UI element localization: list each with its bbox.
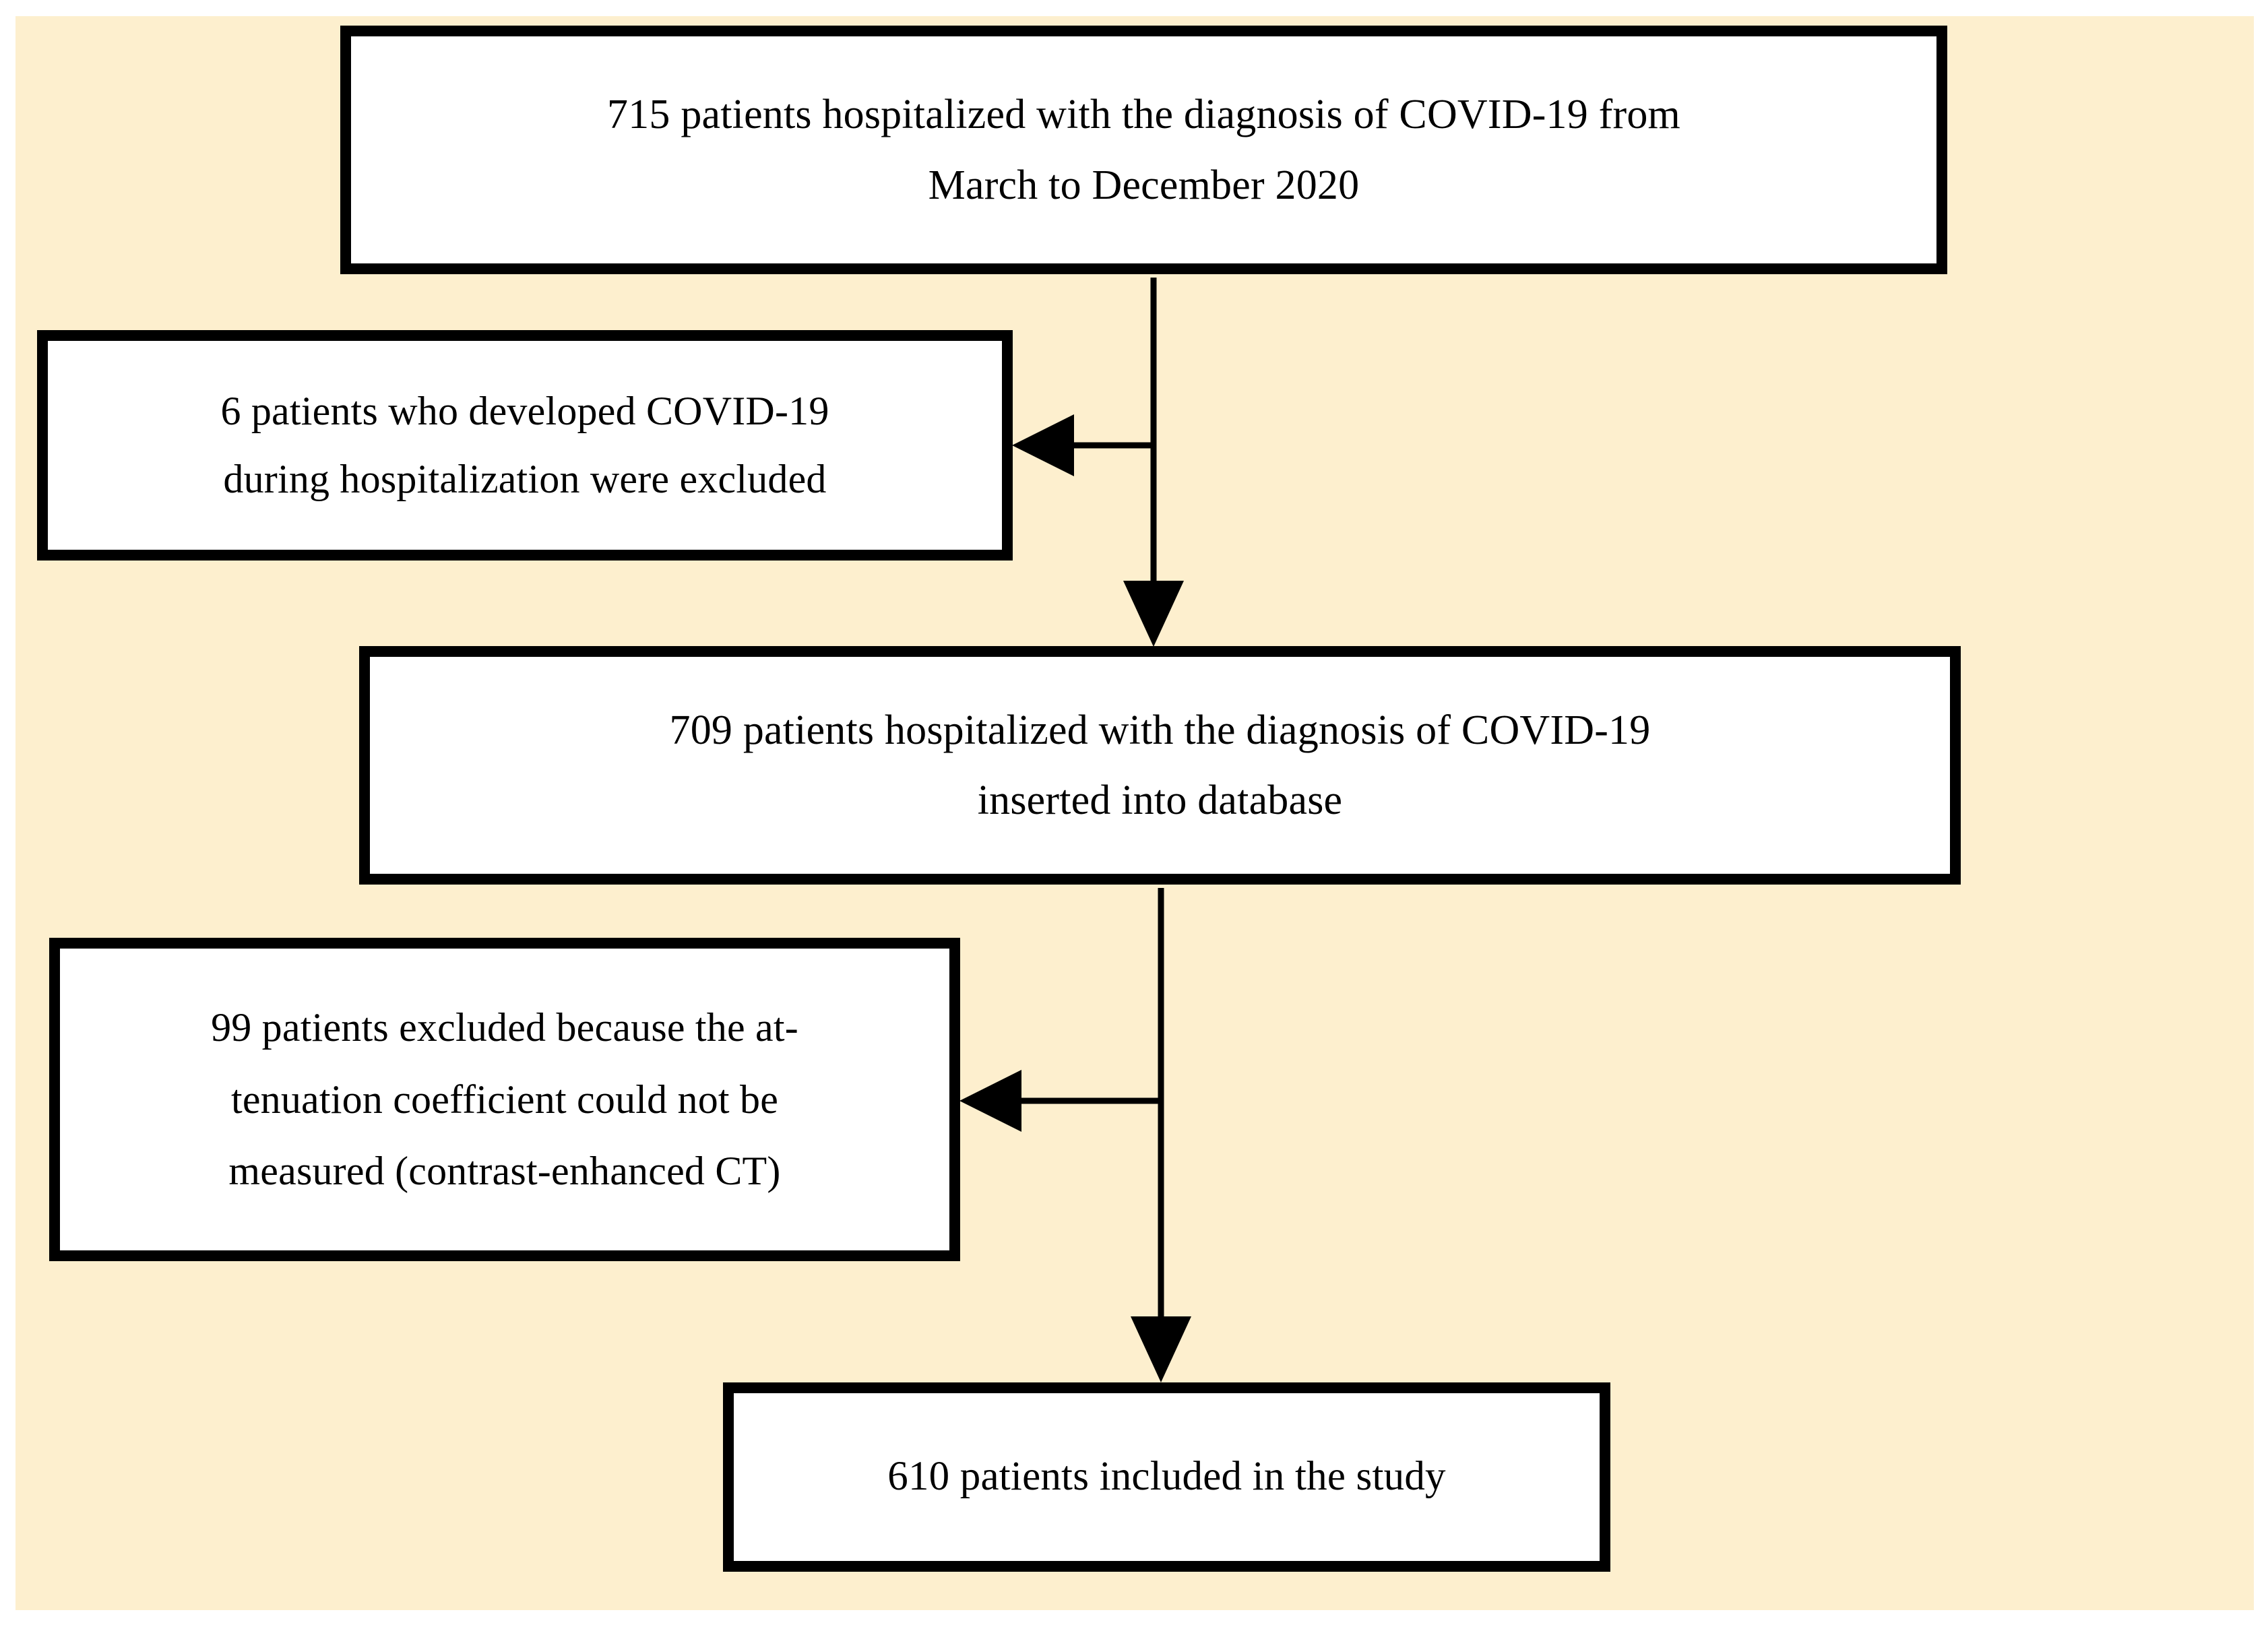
node-enrolled-line-2: March to December 2020: [928, 162, 1360, 208]
node-enrolled-population: 715 patients hospitalized with the diagn…: [340, 26, 1947, 274]
connector-enrolled-to-database: [1123, 278, 1184, 647]
node-inserted-into-database: 709 patients hospitalized with the diagn…: [359, 646, 1961, 885]
connector-database-to-included: [1131, 888, 1191, 1382]
connector-enrolled-to-excluded-1: [1012, 414, 1154, 476]
node-included-in-study: 610 patients included in the study: [723, 1382, 1610, 1572]
node-enrolled-line-1: 715 patients hospitalized with the diagn…: [607, 92, 1680, 138]
connector-database-to-excluded-2: [959, 1070, 1161, 1132]
node-excluded-during-hospitalization: 6 patients who developed COVID-19 during…: [37, 330, 1013, 561]
node-database-line-1: 709 patients hospitalized with the diagn…: [669, 707, 1651, 753]
node-excluded-2-line-1: 99 patients excluded because the at-: [211, 1004, 798, 1050]
node-excluded-2-line-3: measured (contrast-enhanced CT): [228, 1149, 781, 1194]
node-excluded-attenuation-coefficient: 99 patients excluded because the at- ten…: [49, 938, 960, 1261]
node-database-line-2: inserted into database: [977, 777, 1343, 823]
node-excluded-1-line-2: during hospitalization were excluded: [223, 457, 827, 501]
node-excluded-1-line-1: 6 patients who developed COVID-19: [220, 389, 829, 434]
node-excluded-2-line-2: tenuation coefficient could not be: [230, 1077, 779, 1122]
node-included-line-1: 610 patients included in the study: [887, 1454, 1446, 1500]
